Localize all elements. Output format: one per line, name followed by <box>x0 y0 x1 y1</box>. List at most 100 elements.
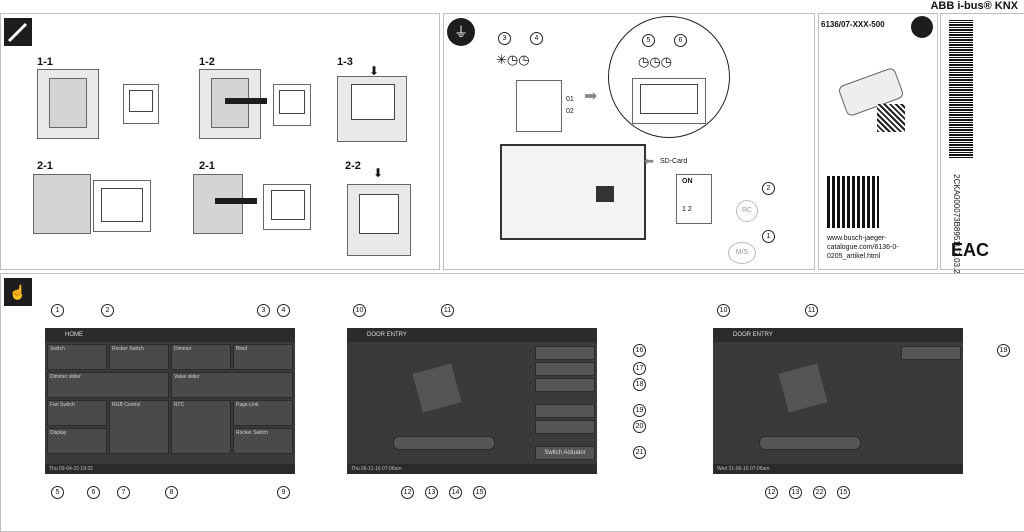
door-side-button[interactable] <box>535 378 595 392</box>
callout-4: 4 <box>277 304 290 317</box>
connector-block <box>596 186 614 202</box>
panel-screen <box>279 90 305 114</box>
callout-18: 18 <box>633 378 646 391</box>
callout-16: 16 <box>633 344 646 357</box>
step-label: 2-1 <box>37 160 53 172</box>
barcode-panel: 2CKA000073B8951\17.03.2017 EAC <box>940 13 1024 287</box>
callout-19: 19 <box>997 344 1010 357</box>
insert-arrow-icon <box>225 98 267 104</box>
panel-screen <box>640 84 698 114</box>
door-side-button[interactable] <box>535 346 595 360</box>
panel-screen <box>101 188 143 222</box>
hand-touch-icon: ☝ <box>4 278 32 306</box>
wall-box <box>193 174 243 234</box>
door-entry-screen-2: DOOR ENTRY Wed 21-06-16 07:06am <box>713 328 963 474</box>
callout-8: 8 <box>165 486 178 499</box>
door-title-bar: DOOR ENTRY <box>347 328 597 342</box>
callout-15: 15 <box>837 486 850 499</box>
callout-2: 2 <box>762 182 775 195</box>
wiring-panel: ⏚ 3 4 ✳◷◷ 01 02 ➡ 5 6 ◷◷◷ ⬅ SD-Card ON 1… <box>443 13 815 270</box>
callout-2: 2 <box>101 304 114 317</box>
brand-title: ABB i-bus® KNX <box>930 0 1018 12</box>
camera-icon <box>778 363 828 413</box>
callout-14: 14 <box>449 486 462 499</box>
dial-icons: ✳◷◷ <box>496 52 530 67</box>
callout-3: 3 <box>498 32 511 45</box>
tile-rtc[interactable]: RTC <box>171 400 231 454</box>
panel-screen <box>359 194 399 234</box>
callout-1: 1 <box>51 304 64 317</box>
device-back <box>500 144 646 240</box>
step-label: 1-3 <box>337 56 353 68</box>
home-title-bar: HOME <box>45 328 295 342</box>
switch-numbers: 1 2 <box>682 206 692 213</box>
callout-11: 11 <box>441 304 454 317</box>
callout-21: 21 <box>633 446 646 459</box>
callout-12: 12 <box>765 486 778 499</box>
insert-arrow-icon <box>215 198 257 204</box>
installation-panel: 1-1 1-2 1-3 2-1 2-1 2-2 ⬇ ⬇ <box>0 13 440 270</box>
catalogue-url: www.busch-jaeger-catalogue.com/6136-0-02… <box>827 235 899 260</box>
ms-label: M/S <box>728 242 756 264</box>
wall-box <box>33 174 91 234</box>
door-side-button[interactable] <box>901 346 961 360</box>
callout-10: 10 <box>717 304 730 317</box>
tile-blind[interactable]: Blind <box>233 344 293 370</box>
qr-code-icon <box>827 176 879 228</box>
tile-switch[interactable]: Switch <box>47 344 107 370</box>
step-label: 1-1 <box>37 56 53 68</box>
qr-code-icon <box>877 104 905 132</box>
tile-fan-switch[interactable]: Fan Switch <box>47 400 107 426</box>
door-status-bar-2: Wed 21-06-16 07:06am <box>713 464 963 474</box>
tile-rgb-control[interactable]: RGB Control <box>109 400 169 454</box>
manual-icon <box>911 16 933 38</box>
callout-5: 5 <box>51 486 64 499</box>
tile-value-slider[interactable]: Value slider <box>171 372 293 398</box>
relay-module <box>516 80 562 132</box>
callout-15: 15 <box>473 486 486 499</box>
tile-page-link[interactable]: Page-Link <box>233 400 293 426</box>
callout-13: 13 <box>425 486 438 499</box>
callout-20: 20 <box>633 420 646 433</box>
tile-rocker-switch-2[interactable]: Rocker Switch <box>233 428 293 454</box>
eac-mark: EAC <box>951 240 990 260</box>
doc-number: 2CKA000073B8951\17.03.2017 <box>952 174 961 287</box>
plug-icon: ⏚ <box>447 18 475 46</box>
callout-12: 12 <box>401 486 414 499</box>
tile-display[interactable]: Display <box>47 428 107 454</box>
tile-rocker-switch[interactable]: Rocker Switch <box>109 344 169 370</box>
switch-on-label: ON <box>682 178 693 185</box>
home-status-bar: Thu 09-04-15 19:32 <box>45 464 295 474</box>
camera-icon <box>412 363 462 413</box>
callout-6: 6 <box>87 486 100 499</box>
step-label: 2-1 <box>199 160 215 172</box>
sd-card-label: SD-Card <box>660 158 688 165</box>
callout-6: 6 <box>674 34 687 47</box>
door-status-bar: Thu 06-11-16 07:06am <box>347 464 597 474</box>
step-label: 2-2 <box>345 160 361 172</box>
door-side-button[interactable] <box>535 420 595 434</box>
callout-13: 13 <box>789 486 802 499</box>
switch-actuator-button[interactable]: Switch Actuator <box>535 446 595 460</box>
panel-screen <box>351 84 395 120</box>
callout-5: 5 <box>642 34 655 47</box>
call-control-bar[interactable] <box>393 436 495 450</box>
callout-4: 4 <box>530 32 543 45</box>
callout-22: 22 <box>813 486 826 499</box>
callout-7: 7 <box>117 486 130 499</box>
tile-dimmer[interactable]: Dimmer <box>171 344 231 370</box>
tile-dimmer-slider[interactable]: Dimmer slider <box>47 372 169 398</box>
relay-label: 02 <box>566 108 574 115</box>
article-number: 6136/07-XXX-500 <box>821 20 885 29</box>
door-side-button[interactable] <box>535 404 595 418</box>
relay-label: 01 <box>566 96 574 103</box>
dial-icons: ◷◷◷ <box>638 54 673 69</box>
callout-3: 3 <box>257 304 270 317</box>
door-side-button[interactable] <box>535 362 595 376</box>
callout-9: 9 <box>277 486 290 499</box>
callout-10: 10 <box>353 304 366 317</box>
call-control-bar[interactable] <box>759 436 861 450</box>
callout-11: 11 <box>805 304 818 317</box>
down-arrow-icon: ⬇ <box>369 64 380 78</box>
callout-1: 1 <box>762 230 775 243</box>
